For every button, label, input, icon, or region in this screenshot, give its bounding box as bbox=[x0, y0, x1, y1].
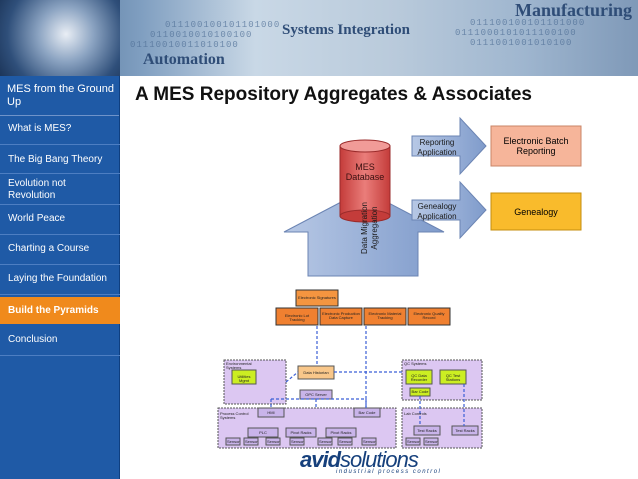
banner-word-automation: Automation bbox=[143, 51, 225, 68]
logo-brand-light: solutions bbox=[340, 447, 419, 472]
sidebar-divider bbox=[0, 204, 120, 205]
sensor-label: Sensor bbox=[245, 439, 258, 444]
data-historian-label: Data Historian bbox=[303, 370, 329, 375]
sensor-label: Sensor bbox=[227, 439, 240, 444]
environmental-systems-label: Environmental Systems bbox=[226, 361, 252, 370]
sidebar: MES from the Ground Up bbox=[0, 76, 120, 479]
sidebar-divider bbox=[0, 294, 120, 295]
mes-database-cylinder bbox=[339, 139, 391, 223]
sidebar-item-laying-the-foundation[interactable]: Laying the Foundation bbox=[8, 273, 107, 284]
sensor-label: Sensor bbox=[407, 439, 420, 444]
sidebar-divider bbox=[0, 234, 120, 235]
header-banner: 011100100101101000 0110010010100100 0111… bbox=[0, 0, 638, 76]
lab-controls-label: Lab Controls bbox=[404, 411, 427, 416]
logo-brand-bold: avid bbox=[300, 447, 341, 472]
genealogy-application-label: Genealogy Application bbox=[417, 202, 457, 221]
sidebar-item-world-peace[interactable]: World Peace bbox=[8, 213, 66, 224]
bar-code-2-label: Bar Code bbox=[358, 410, 376, 415]
sidebar-item-big-bang-theory[interactable]: The Big Bang Theory bbox=[8, 154, 103, 165]
qc-test-stations-label: QC Test Stations bbox=[445, 373, 461, 382]
test-racks-1-label: Test Racks bbox=[417, 428, 437, 433]
sidebar-item-what-is-mes[interactable]: What is MES? bbox=[8, 123, 72, 134]
sensor-label: Sensor bbox=[291, 439, 304, 444]
banner-binary-text: 011100100101101000 bbox=[470, 18, 586, 28]
pc-based-1-label: Pivot Racks bbox=[290, 430, 312, 435]
electronic-batch-reporting-box: Electronic Batch Reporting bbox=[503, 136, 569, 156]
utilities-mgmt-label: Utilities Mgmt bbox=[237, 374, 251, 383]
banner-binary-text: 0111001001010100 bbox=[470, 38, 573, 48]
logo-wordmark: avidsolutions bbox=[300, 447, 419, 473]
sidebar-divider bbox=[0, 144, 120, 145]
banner-word-systems-integration: Systems Integration bbox=[282, 22, 410, 38]
electronic-material-label: Electronic Material Tracking bbox=[368, 311, 402, 320]
banner-binary-text: 011100100101101000 bbox=[165, 20, 281, 30]
process-control-label: Process Control Systems bbox=[220, 411, 249, 420]
banner-binary-text: 0110010010100100 bbox=[150, 30, 253, 40]
data-migration-label: Data Migration Aggregation bbox=[360, 201, 379, 255]
bar-code-label: Bar Code bbox=[411, 389, 429, 394]
sensor-label: Sensor bbox=[267, 439, 280, 444]
sensor-label: Sensor bbox=[339, 439, 352, 444]
electronic-lot-tracking-label: Electronic Lot Tracking bbox=[284, 313, 310, 322]
genealogy-application-arrow bbox=[411, 180, 487, 240]
page-title: A MES Repository Aggregates & Associates bbox=[135, 84, 532, 105]
plc-label: PLC bbox=[259, 430, 267, 435]
sidebar-item-evolution[interactable]: Evolution not Revolution bbox=[8, 178, 66, 201]
sidebar-title: MES from the Ground Up bbox=[0, 76, 119, 116]
sensor-label: Sensor bbox=[319, 439, 332, 444]
sensor-label: Sensor bbox=[425, 439, 438, 444]
electronic-signatures-label: Electronic Signatures bbox=[298, 295, 336, 300]
banner-binary-text: 01110010011010100 bbox=[130, 40, 239, 50]
banner-binary-text: 0111000101011100100 bbox=[455, 28, 577, 38]
mes-database-label: MES Database bbox=[345, 162, 385, 182]
genealogy-box: Genealogy bbox=[514, 206, 558, 217]
pc-based-2-label: Pivot Racks bbox=[330, 430, 352, 435]
test-racks-2-label: Test Racks bbox=[455, 428, 475, 433]
hmi-label: HMI bbox=[267, 410, 275, 415]
sidebar-divider bbox=[0, 355, 120, 356]
electronic-production-label: Electronic Production Data Capture bbox=[322, 311, 360, 320]
qc-data-recorder-label: QC Data Recorder bbox=[410, 373, 428, 382]
sensor-label: Sensor bbox=[363, 439, 376, 444]
data-migration-arrow bbox=[283, 189, 445, 277]
banner-word-manufacturing: Manufacturing bbox=[515, 0, 632, 20]
electronic-quality-label: Electronic Quality Record bbox=[413, 311, 445, 320]
banner-photo bbox=[0, 0, 120, 76]
qc-systems-label: QC Systems bbox=[404, 361, 427, 366]
sidebar-divider bbox=[0, 173, 120, 174]
sidebar-item-build-the-pyramids[interactable]: Build the Pyramids bbox=[0, 297, 120, 324]
reporting-application-label: Reporting Application bbox=[417, 138, 457, 157]
avid-solutions-logo: avidsolutions industrial process control bbox=[300, 447, 470, 475]
logo-tagline: industrial process control bbox=[336, 469, 442, 475]
reporting-application-arrow bbox=[411, 116, 487, 176]
opc-server-label: OPC Server bbox=[305, 392, 327, 397]
sidebar-item-conclusion[interactable]: Conclusion bbox=[8, 334, 58, 345]
sidebar-item-charting-a-course[interactable]: Charting a Course bbox=[8, 243, 90, 254]
sidebar-divider bbox=[0, 264, 120, 265]
